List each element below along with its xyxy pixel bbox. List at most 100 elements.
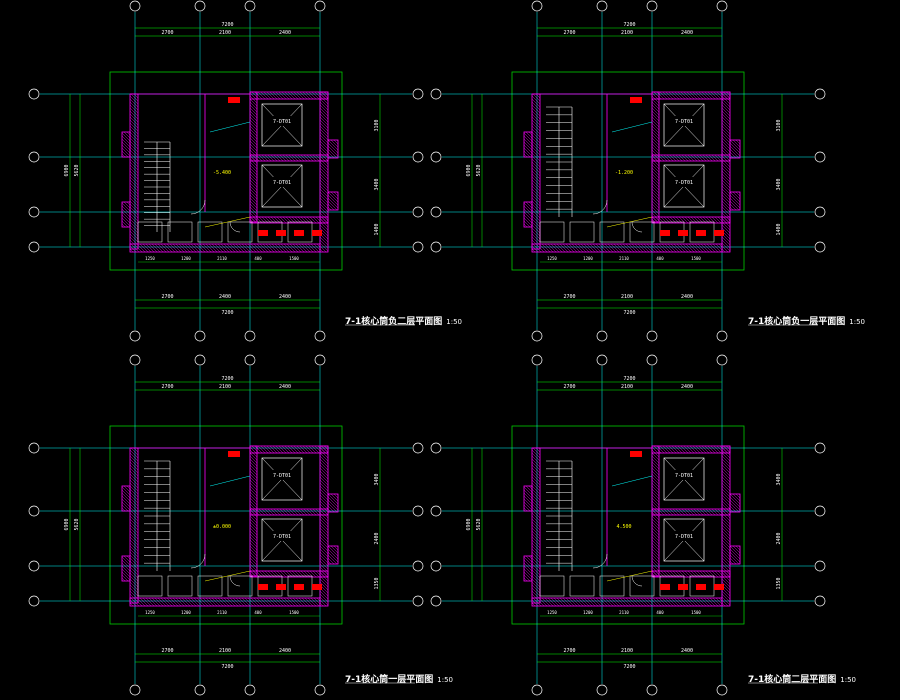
wall-hatch — [302, 91, 311, 100]
wall-hatch — [721, 125, 731, 135]
wall-hatch — [129, 143, 139, 153]
wall-hatch — [299, 91, 308, 100]
wall-hatch — [327, 508, 332, 513]
wall-hatch — [610, 243, 620, 253]
wall-hatch — [723, 508, 731, 516]
plan-scale: 1:50 — [840, 676, 856, 684]
wall-hatch — [129, 125, 139, 135]
wall-hatch — [319, 194, 329, 204]
wall-hatch — [319, 113, 329, 123]
wall-hatch — [318, 216, 326, 224]
plan-title-text: 7-1核心筒一层平面图 — [345, 675, 434, 685]
wall-hatch — [646, 243, 656, 253]
wall-hatch — [319, 497, 329, 507]
tag-bg — [674, 177, 694, 187]
wall-hatch — [531, 488, 541, 498]
wall-hatch — [721, 197, 731, 207]
elevator-tag: 7-DT01 — [273, 473, 291, 479]
wall-hatch — [653, 91, 660, 98]
wall-hatch — [729, 194, 741, 206]
wall-hatch — [528, 131, 533, 136]
wall-hatch — [276, 508, 284, 516]
wall-hatch — [531, 95, 541, 105]
wall-hatch — [129, 224, 139, 234]
wall-hatch — [300, 508, 308, 516]
wall-outline — [121, 555, 131, 582]
wall-hatch — [319, 491, 329, 501]
wall-hatch — [336, 191, 339, 194]
bottom-dimension-label: 2700 — [563, 648, 575, 654]
wall-hatch — [319, 599, 327, 607]
wall-hatch — [319, 602, 324, 607]
axis-bubble-bottom — [596, 684, 608, 696]
wall-hatch — [315, 216, 323, 224]
door-swing — [592, 199, 608, 215]
wall-hatch — [196, 243, 206, 253]
elevator-car — [261, 164, 303, 208]
wall-hatch — [531, 464, 541, 474]
wall-hatch — [256, 243, 266, 253]
wall-hatch — [531, 533, 541, 543]
wall-hatch — [249, 506, 258, 515]
axis-bubble-top — [314, 0, 326, 12]
wall-hatch — [672, 508, 680, 516]
wall-hatch — [333, 139, 339, 145]
wall-hatch — [531, 221, 541, 231]
wall-hatch — [319, 161, 329, 171]
wall-hatch — [589, 243, 599, 253]
wall-hatch — [531, 599, 539, 607]
wall-hatch — [523, 211, 533, 221]
wall-hatch — [694, 597, 704, 607]
wall-hatch — [121, 504, 129, 512]
wall-hatch — [249, 188, 258, 197]
wall-hatch — [531, 128, 541, 138]
wall-hatch — [121, 507, 126, 512]
wall-hatch — [319, 236, 329, 246]
service-room — [197, 221, 223, 243]
wall-hatch — [523, 141, 533, 151]
elevator-shaft: 7-DT01 — [261, 457, 303, 501]
top-total-dimension-label: 7200 — [221, 376, 233, 382]
wall-hatch — [598, 597, 608, 607]
wall-hatch — [263, 91, 272, 100]
wall-hatch — [311, 445, 320, 454]
wall-hatch — [319, 125, 329, 135]
equipment-mark — [258, 584, 268, 590]
wall-hatch — [129, 197, 139, 207]
wall-hatch — [324, 216, 329, 221]
wall-hatch — [333, 191, 339, 197]
wall-hatch — [729, 557, 737, 565]
wall-hatch — [721, 560, 731, 570]
wall-hatch — [531, 602, 536, 607]
wall-hatch — [309, 154, 317, 162]
wall-hatch — [270, 508, 278, 516]
wall-hatch — [249, 488, 258, 497]
wall-hatch — [223, 243, 233, 253]
wall-hatch — [651, 548, 660, 557]
wall-hatch — [241, 597, 251, 607]
wall-hatch — [651, 464, 660, 473]
equipment-mark — [696, 230, 706, 236]
wall-hatch — [640, 597, 650, 607]
wall-hatch — [129, 170, 139, 180]
wall-hatch — [651, 509, 660, 518]
axis-bubble-right — [412, 88, 424, 100]
wall-hatch — [319, 500, 329, 510]
wall-hatch — [651, 573, 656, 578]
wall-hatch — [651, 116, 660, 125]
wall-hatch — [702, 154, 710, 162]
wall-hatch — [651, 110, 660, 119]
wall-hatch — [319, 131, 329, 141]
wall-hatch — [531, 194, 541, 204]
bottom-small-dimension-label: 1500 — [691, 610, 701, 615]
wall-hatch — [160, 243, 170, 253]
wall-hatch — [664, 597, 674, 607]
wall-hatch — [254, 91, 258, 95]
wall-hatch — [121, 565, 131, 575]
tag-bg — [674, 470, 694, 480]
wall-hatch — [296, 91, 305, 100]
wall-hatch — [651, 143, 660, 152]
wall-hatch — [181, 597, 191, 607]
wall-hatch — [531, 473, 541, 483]
plan-title-text: 7-1核心筒负一层平面图 — [748, 317, 846, 327]
